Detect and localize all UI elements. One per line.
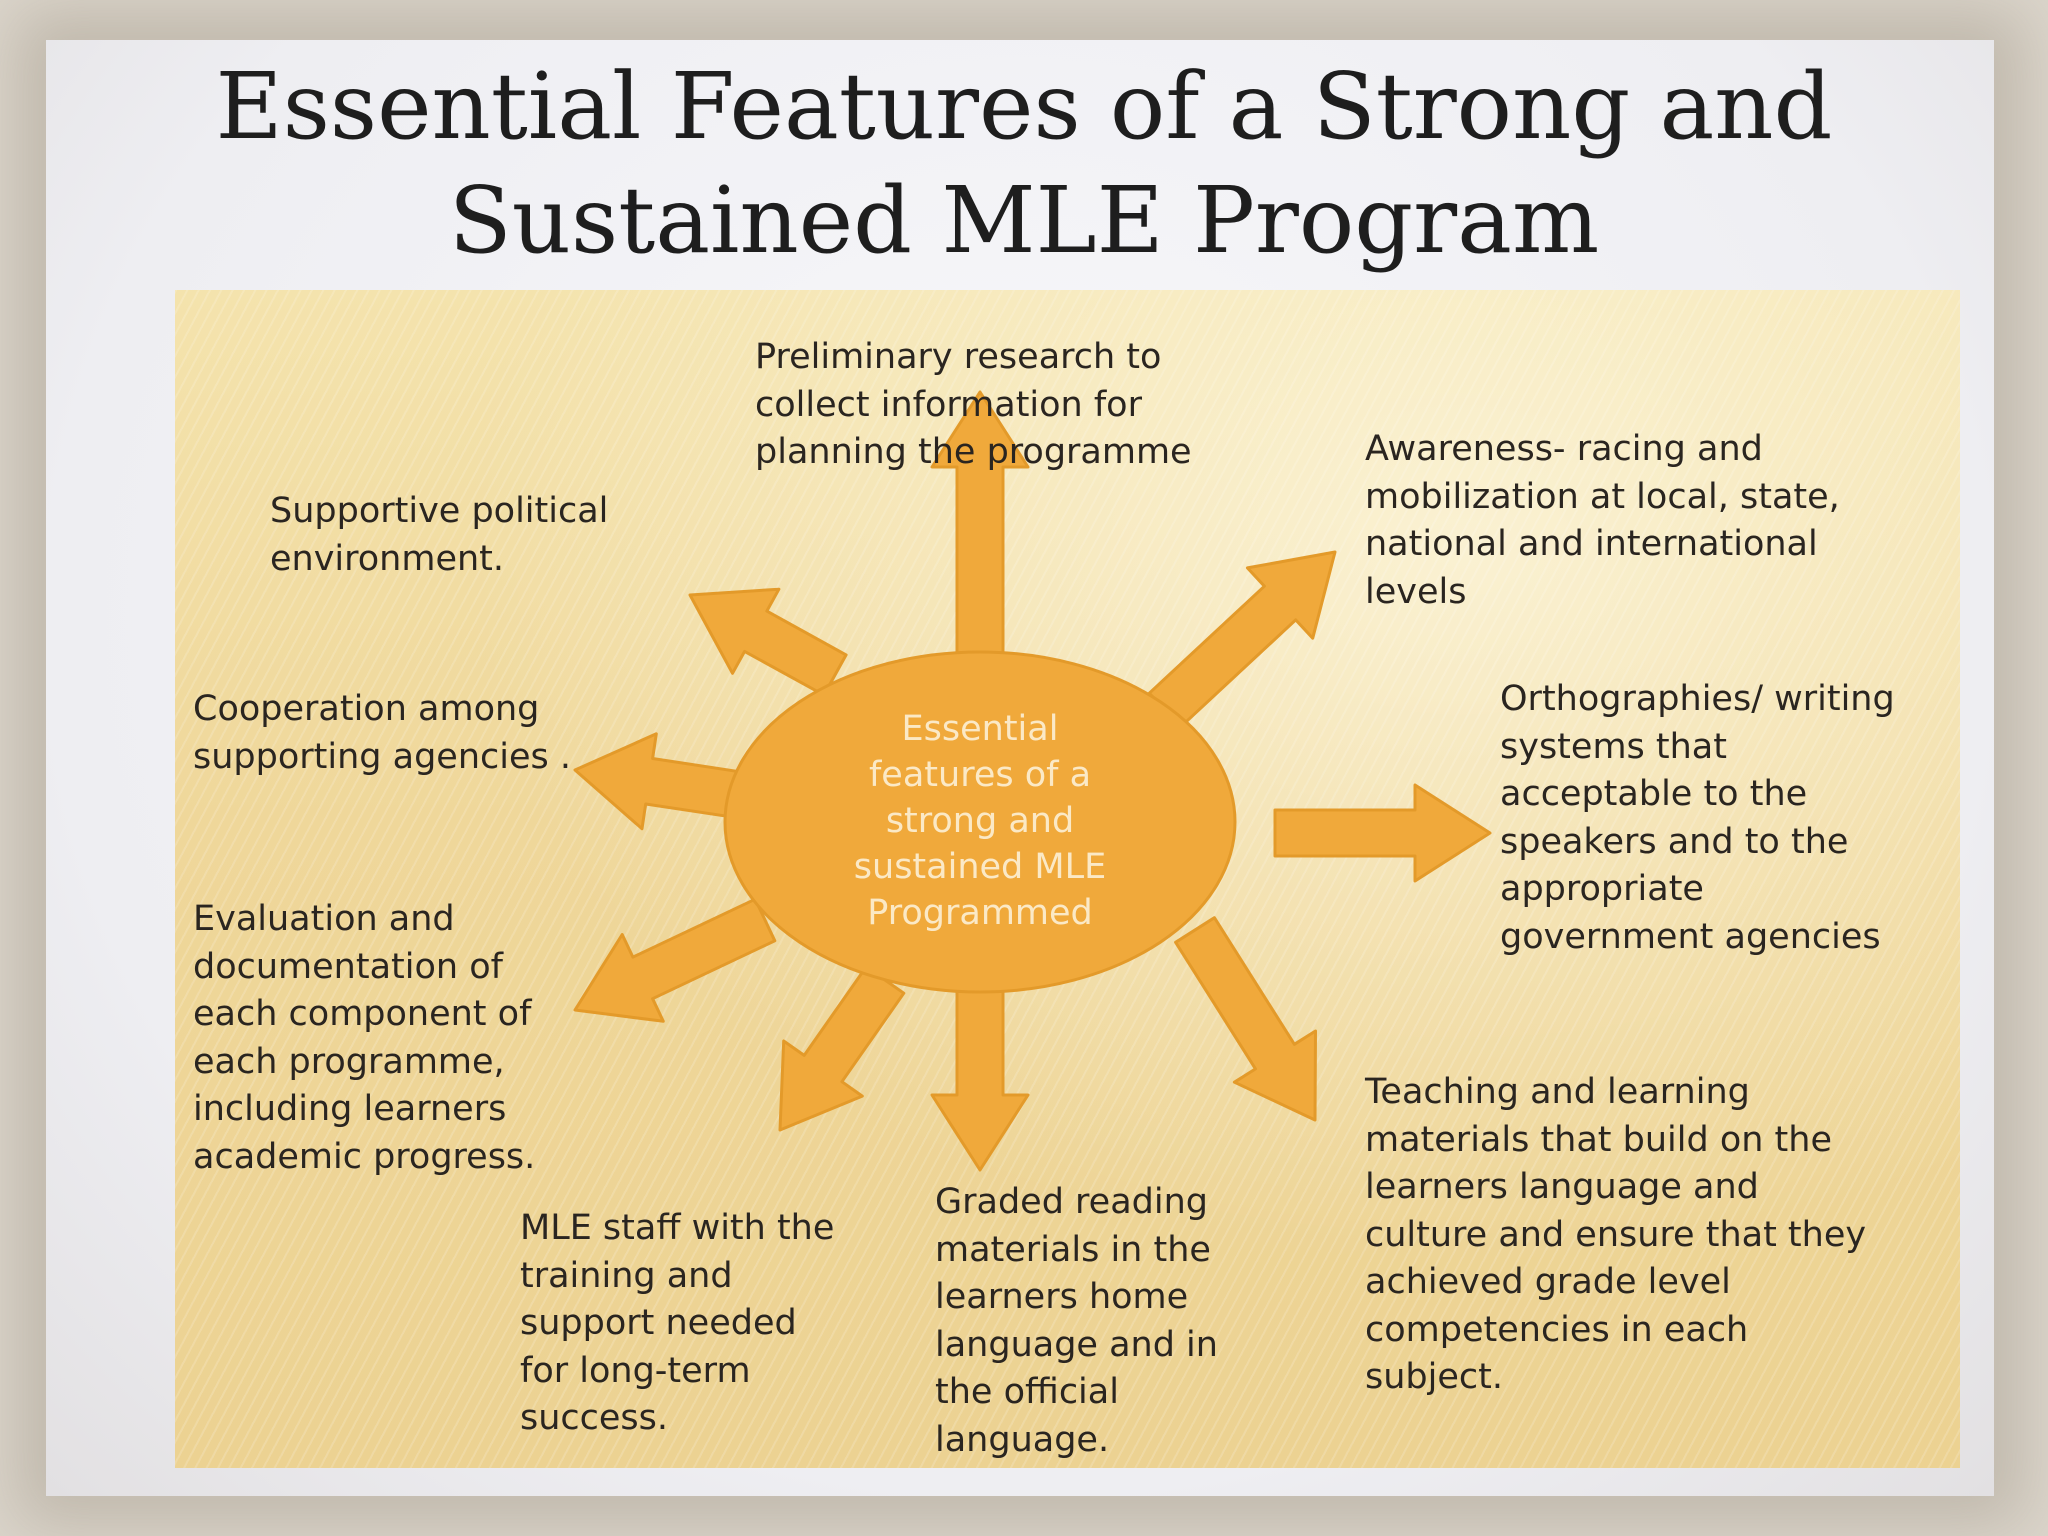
feature-teaching-materials: Teaching and learning materials that bui… <box>1365 1072 1867 1397</box>
arrow-up-preliminary <box>930 390 1030 677</box>
slide-title-line-2: Sustained MLE Program <box>448 167 1600 274</box>
feature-evaluation: Evaluation and documentation of each com… <box>193 899 536 1177</box>
feature-orthographies: Orthographies/ writing systems that acce… <box>1500 679 1895 957</box>
arrow-up-left-political <box>688 587 848 697</box>
feature-graded-reading: Graded reading materials in the learners… <box>935 1182 1218 1460</box>
arrow-group <box>573 390 1492 1172</box>
arrow-down-graded-reading <box>930 988 1030 1172</box>
slide-title: Essential Features of a Strong and Susta… <box>0 50 2048 278</box>
feature-awareness: Awareness- racing and mobilization at lo… <box>1365 429 1840 612</box>
center-ellipse <box>723 650 1237 994</box>
feature-political: Supportive political environment. <box>270 491 609 579</box>
arrow-down-right-teaching <box>1174 916 1317 1122</box>
feature-cooperation: Cooperation among supporting agencies . <box>193 689 571 777</box>
arrow-right-orthographies <box>1273 783 1492 883</box>
feature-mle-staff: MLE staff with the training and support … <box>520 1208 835 1438</box>
arrow-up-right-awareness <box>1147 550 1337 729</box>
mle-features-diagram: Essential features of a strong and susta… <box>175 290 1960 1468</box>
feature-preliminary-research: Preliminary research to collect informat… <box>755 337 1192 472</box>
slide-title-line-1: Essential Features of a Strong and <box>215 53 1833 160</box>
arrow-left-cooperation <box>573 732 745 831</box>
arrow-left-evaluation <box>573 897 777 1023</box>
arrows-layer <box>573 390 1492 1172</box>
center-label: Essential features of a strong and susta… <box>853 709 1107 933</box>
arrow-down-left-mle-staff <box>778 965 906 1132</box>
